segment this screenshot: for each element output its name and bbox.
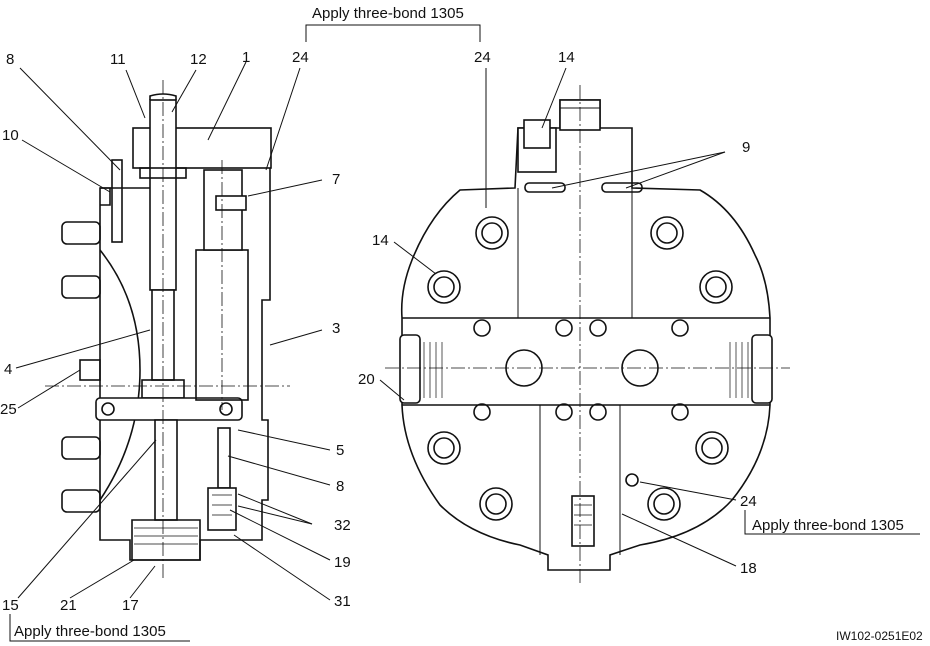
- callout-8-bottom: 8: [336, 478, 344, 495]
- callout-21: 21: [60, 597, 77, 614]
- callout-17: 17: [122, 597, 139, 614]
- callout-14-left: 14: [372, 232, 389, 249]
- leader-lines: [9, 24, 920, 642]
- callout-18: 18: [740, 560, 757, 577]
- callout-31: 31: [334, 593, 351, 610]
- callout-12: 12: [190, 51, 207, 68]
- callout-4: 4: [4, 361, 12, 378]
- callout-32: 32: [334, 517, 351, 534]
- callout-24-left: 24: [292, 49, 309, 66]
- callout-24-lower: 24: [740, 493, 757, 510]
- note-top: Apply three-bond 1305: [312, 5, 464, 22]
- callout-20: 20: [358, 371, 375, 388]
- note-right: Apply three-bond 1305: [752, 517, 904, 534]
- note-bottom-left: Apply three-bond 1305: [14, 623, 166, 640]
- callout-1: 1: [242, 49, 250, 66]
- callout-19: 19: [334, 554, 351, 571]
- drawing-code: IW102-0251E02: [836, 629, 923, 643]
- callout-8-top: 8: [6, 51, 14, 68]
- callout-3: 3: [332, 320, 340, 337]
- callout-15: 15: [2, 597, 19, 614]
- callout-10: 10: [2, 127, 19, 144]
- callout-9: 9: [742, 139, 750, 156]
- callout-7: 7: [332, 171, 340, 188]
- side-section-view: [45, 80, 290, 580]
- callout-11: 11: [110, 51, 126, 68]
- callout-14-top: 14: [558, 49, 575, 66]
- callout-24-right: 24: [474, 49, 491, 66]
- callout-labels: Apply three-bond 1305 8 11 12 1 24 10 7 …: [0, 5, 923, 643]
- callout-25: 25: [0, 401, 17, 418]
- front-elevation-view: [385, 85, 790, 585]
- callout-5: 5: [336, 442, 344, 459]
- bolt-group: [427, 216, 733, 521]
